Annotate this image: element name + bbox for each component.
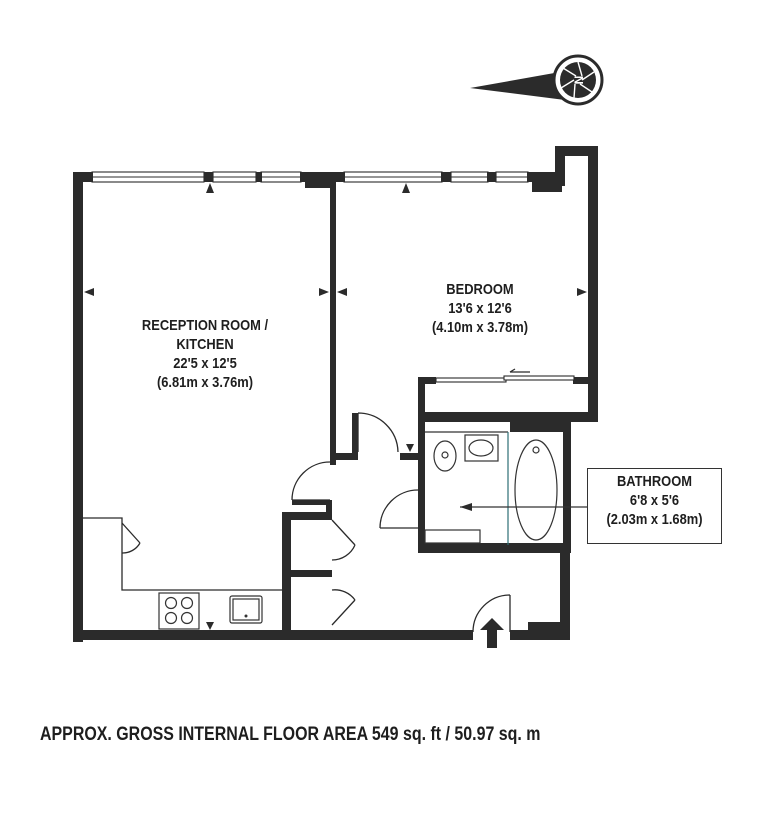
bathroom-fixtures	[424, 431, 587, 545]
bathroom-label-box	[587, 468, 722, 544]
doors	[121, 412, 511, 633]
reception-room-label: RECEPTION ROOM / KITCHEN 22'5 x 12'5 (6.…	[110, 316, 299, 392]
bathroom-label: BATHROOM 6'8 x 5'6 (2.03m x 1.68m)	[596, 472, 712, 529]
room-name: BATHROOM	[616, 473, 693, 490]
entrance-arrow-icon	[480, 618, 504, 648]
room-dimensions-imperial: 6'8 x 5'6	[629, 492, 680, 509]
room-dimensions-metric: (2.03m x 1.68m)	[606, 511, 703, 528]
room-name-line2: KITCHEN	[176, 336, 234, 353]
north-arrow-compass-icon: N	[470, 54, 604, 106]
room-dimensions-metric: (4.10m x 3.78m)	[431, 319, 529, 336]
room-dimensions-imperial: 22'5 x 12'5	[173, 355, 237, 372]
wardrobe-sliding-door	[435, 368, 575, 383]
room-dimensions-metric: (6.81m x 3.76m)	[156, 374, 254, 391]
bedroom-windows	[343, 171, 529, 183]
kitchen-counter	[83, 517, 282, 630]
walls	[73, 146, 598, 642]
room-dimensions-imperial: 13'6 x 12'6	[448, 300, 512, 317]
room-name: BEDROOM	[446, 281, 514, 298]
room-name: RECEPTION ROOM /	[141, 317, 269, 334]
svg-text:N: N	[572, 76, 586, 85]
bedroom-label: BEDROOM 13'6 x 12'6 (4.10m x 3.78m)	[394, 280, 566, 337]
floor-area-caption: APPROX. GROSS INTERNAL FLOOR AREA 549 sq…	[40, 724, 541, 745]
reception-windows	[91, 171, 302, 183]
window-markers	[84, 183, 587, 630]
